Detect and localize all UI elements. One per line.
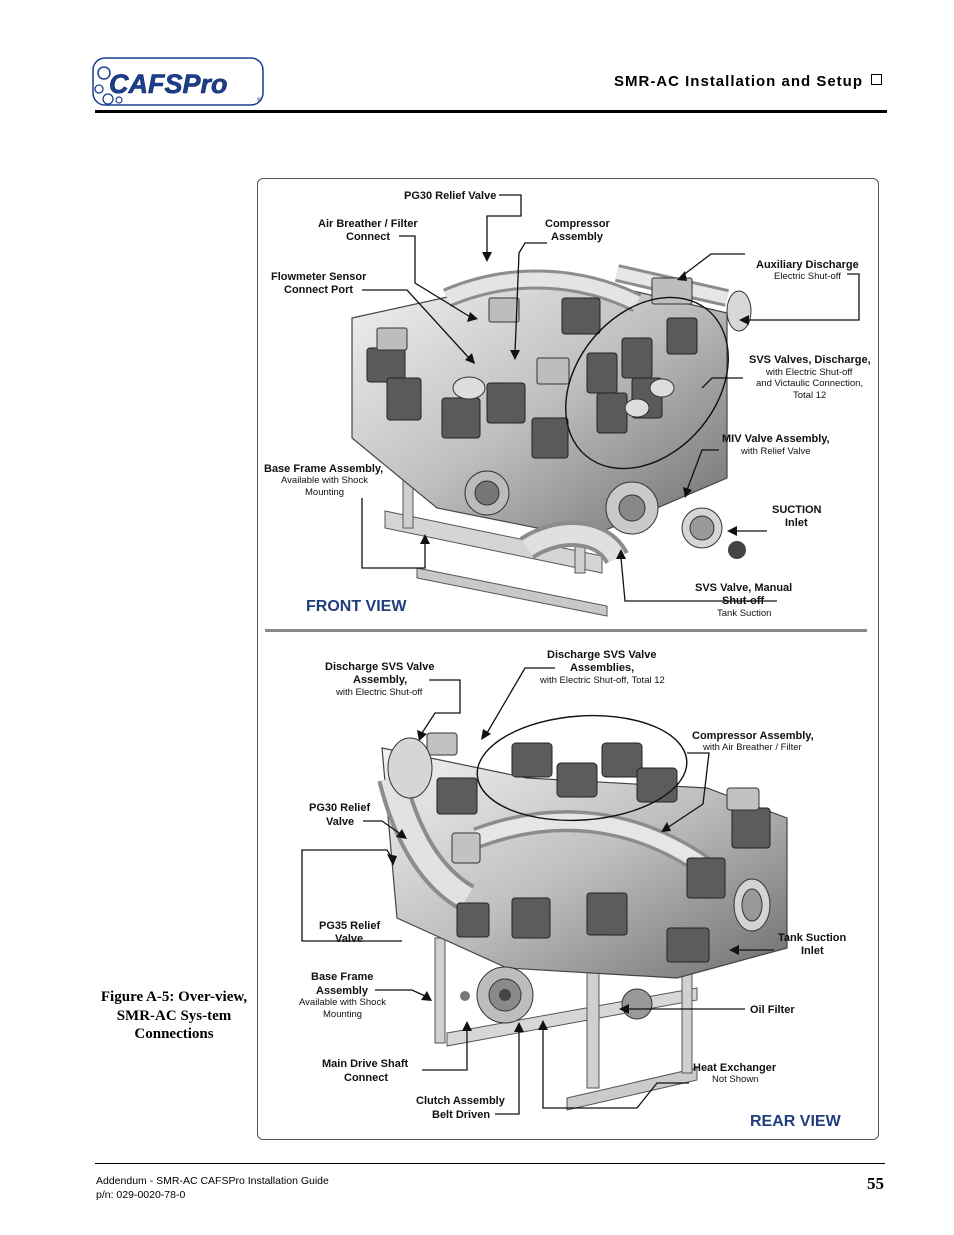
svg-text:®: ® — [257, 97, 262, 104]
label-miv: MIV Valve Assembly, — [722, 433, 830, 445]
label-discharge-svs-assemblies-2: Assemblies, — [570, 662, 634, 674]
label-base-frame: Base Frame Assembly, — [264, 463, 383, 475]
label-tank-suction: Tank Suction — [778, 932, 847, 944]
label-compressor-rear-sub: with Air Breather / Filter — [702, 742, 802, 753]
logo-wordmark: CAFSPro — [109, 69, 228, 99]
label-base-frame-rear: Base Frame — [311, 971, 373, 983]
label-main-drive-2: Connect — [344, 1072, 388, 1084]
box-bullet-icon — [871, 74, 882, 85]
label-base-frame-rear-sub2: Mounting — [323, 1009, 362, 1020]
footer-document-title: Addendum - SMR-AC CAFSPro Installation G… — [96, 1175, 329, 1187]
header-title: SMR-AC Installation and Setup — [560, 73, 882, 90]
label-svs-discharge: SVS Valves, Discharge, — [749, 354, 871, 366]
label-main-drive: Main Drive Shaft — [322, 1058, 409, 1070]
label-svs-manual: SVS Valve, Manual — [695, 582, 792, 594]
label-air-breather-2: Connect — [346, 231, 390, 243]
label-pg30-rear-2: Valve — [326, 816, 354, 828]
label-air-breather: Air Breather / Filter — [318, 218, 418, 230]
label-compressor-rear: Compressor Assembly, — [692, 730, 814, 742]
label-heat-exchanger: Heat Exchanger — [693, 1062, 777, 1074]
label-tank-suction-2: Inlet — [801, 945, 824, 957]
figure-caption: Figure A-5: Over-view, SMR-AC Sys-tem Co… — [100, 989, 248, 1042]
label-aux-discharge-sub: Electric Shut-off — [774, 271, 841, 282]
label-pg35-2: Valve — [335, 933, 363, 945]
rear-view-illustration — [377, 714, 788, 1111]
label-suction: SUCTION — [772, 504, 822, 516]
label-oil-filter: Oil Filter — [750, 1004, 795, 1016]
label-pg30-rear: PG30 Relief — [309, 802, 370, 814]
label-miv-sub: with Relief Valve — [740, 446, 811, 457]
label-svs-manual-2: Shut-off — [722, 595, 764, 607]
label-svs-manual-sub: Tank Suction — [717, 608, 771, 619]
label-base-frame-sub1: Available with Shock — [281, 475, 368, 486]
label-suction-inlet: Inlet — [785, 517, 808, 529]
label-heat-exchanger-sub: Not Shown — [712, 1074, 758, 1085]
label-flowmeter-2: Connect Port — [284, 284, 353, 296]
front-view-title: FRONT VIEW — [306, 598, 407, 615]
label-compressor-2: Assembly — [551, 231, 604, 243]
label-svs-discharge-sub1: with Electric Shut-off — [765, 367, 853, 378]
label-base-frame-sub2: Mounting — [305, 487, 344, 498]
label-base-frame-rear-sub1: Available with Shock — [299, 997, 386, 1008]
label-discharge-svs-assy-2: Assembly, — [353, 674, 407, 686]
label-base-frame-rear-2: Assembly — [316, 985, 369, 997]
label-svs-discharge-sub2: and Victaulic Connection, — [756, 378, 863, 389]
label-flowmeter: Flowmeter Sensor — [271, 271, 367, 283]
front-view-leaders — [361, 194, 860, 602]
label-discharge-svs-assy: Discharge SVS Valve — [325, 661, 434, 673]
label-svs-discharge-sub3: Total 12 — [793, 390, 826, 401]
label-clutch-2: Belt Driven — [432, 1109, 490, 1121]
rear-view-leaders — [301, 667, 774, 1115]
rear-view-title: REAR VIEW — [750, 1113, 842, 1130]
footer-part-number: p/n: 029-0020-78-0 — [96, 1189, 186, 1201]
header-rule — [95, 110, 887, 113]
view-divider — [265, 629, 867, 632]
page-number: 55 — [867, 1174, 884, 1193]
front-view-illustration — [351, 264, 752, 617]
label-discharge-svs-assy-sub: with Electric Shut-off — [335, 687, 423, 698]
header-title-text: SMR-AC Installation and Setup — [613, 73, 863, 90]
system-connections-figure: PG30 Relief Valve Air Breather / Filter … — [264, 190, 871, 1130]
front-view-labels: PG30 Relief Valve Air Breather / Filter … — [264, 190, 871, 619]
label-pg35: PG35 Relief — [319, 920, 380, 932]
cafspro-logo: CAFSPro ® — [92, 57, 264, 106]
rear-view-labels: Discharge SVS Valve Assembly, with Elect… — [299, 649, 847, 1130]
footer-rule — [95, 1163, 885, 1164]
label-clutch: Clutch Assembly — [416, 1095, 506, 1107]
label-discharge-svs-assemblies-sub: with Electric Shut-off, Total 12 — [539, 675, 665, 686]
label-compressor: Compressor — [545, 218, 611, 230]
label-aux-discharge: Auxiliary Discharge — [756, 259, 859, 271]
label-discharge-svs-assemblies: Discharge SVS Valve — [547, 649, 656, 661]
label-pg30-relief-valve: PG30 Relief Valve — [404, 190, 496, 202]
